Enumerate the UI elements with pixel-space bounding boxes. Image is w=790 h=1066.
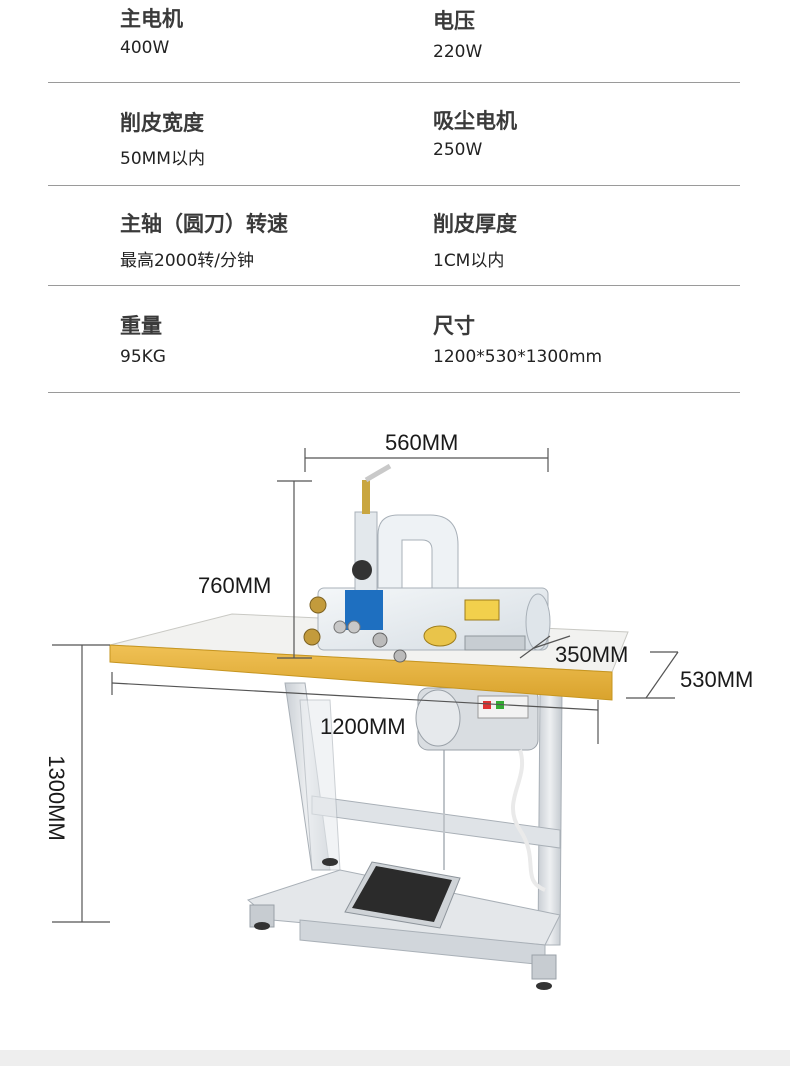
spec-label-spindle-speed: 主轴（圆刀）转速 (120, 212, 288, 236)
spec-label-vacuum-motor: 吸尘电机 (433, 109, 517, 133)
dimension-lines (52, 448, 679, 923)
dimension-depth-front: 350MM (555, 642, 629, 667)
spec-label-voltage: 电压 (433, 9, 475, 33)
spec-label-size: 尺寸 (433, 314, 475, 338)
spec-value-vacuum-motor: 250W (433, 140, 483, 160)
dimension-total-height: 1300MM (44, 755, 69, 841)
spec-value-weight: 95KG (120, 347, 166, 367)
spec-label-weight: 重量 (120, 314, 162, 338)
dimension-machine-width: 560MM (385, 430, 459, 455)
leather-skiving-machine-illustration (52, 448, 679, 990)
bottom-strip (0, 1050, 790, 1066)
spec-row: 削皮宽度 50MM以内 吸尘电机 250W (48, 83, 740, 186)
spec-label-peel-width: 削皮宽度 (120, 111, 204, 135)
dimension-table-length: 1200MM (320, 714, 406, 739)
product-figure: 560MM 760MM 350MM 530MM 1200MM 1300MM (0, 400, 790, 1040)
machine-head (303, 463, 551, 663)
spec-value-peel-width: 50MM以内 (120, 149, 205, 169)
spec-row: 主轴（圆刀）转速 最高2000转/分钟 削皮厚度 1CM以内 (48, 186, 740, 286)
spec-table: 主电机 400W 电压 220W 削皮宽度 50MM以内 吸尘电机 250W 主… (48, 0, 740, 393)
dimension-machine-height: 760MM (198, 573, 272, 598)
foot-pedal (344, 730, 461, 929)
spec-value-spindle-speed: 最高2000转/分钟 (120, 251, 254, 271)
spec-label-main-motor: 主电机 (120, 7, 183, 31)
motor-unit (415, 687, 546, 892)
spec-value-voltage: 220W (433, 42, 483, 62)
spec-row: 重量 95KG 尺寸 1200*530*1300mm (48, 286, 740, 393)
dimension-depth-table: 530MM (680, 667, 754, 692)
spec-value-peel-thickness: 1CM以内 (433, 251, 505, 271)
spec-row: 主电机 400W 电压 220W (48, 0, 740, 83)
spec-value-size: 1200*530*1300mm (433, 347, 603, 367)
spec-value-main-motor: 400W (120, 38, 170, 58)
spec-label-peel-thickness: 削皮厚度 (433, 212, 517, 236)
